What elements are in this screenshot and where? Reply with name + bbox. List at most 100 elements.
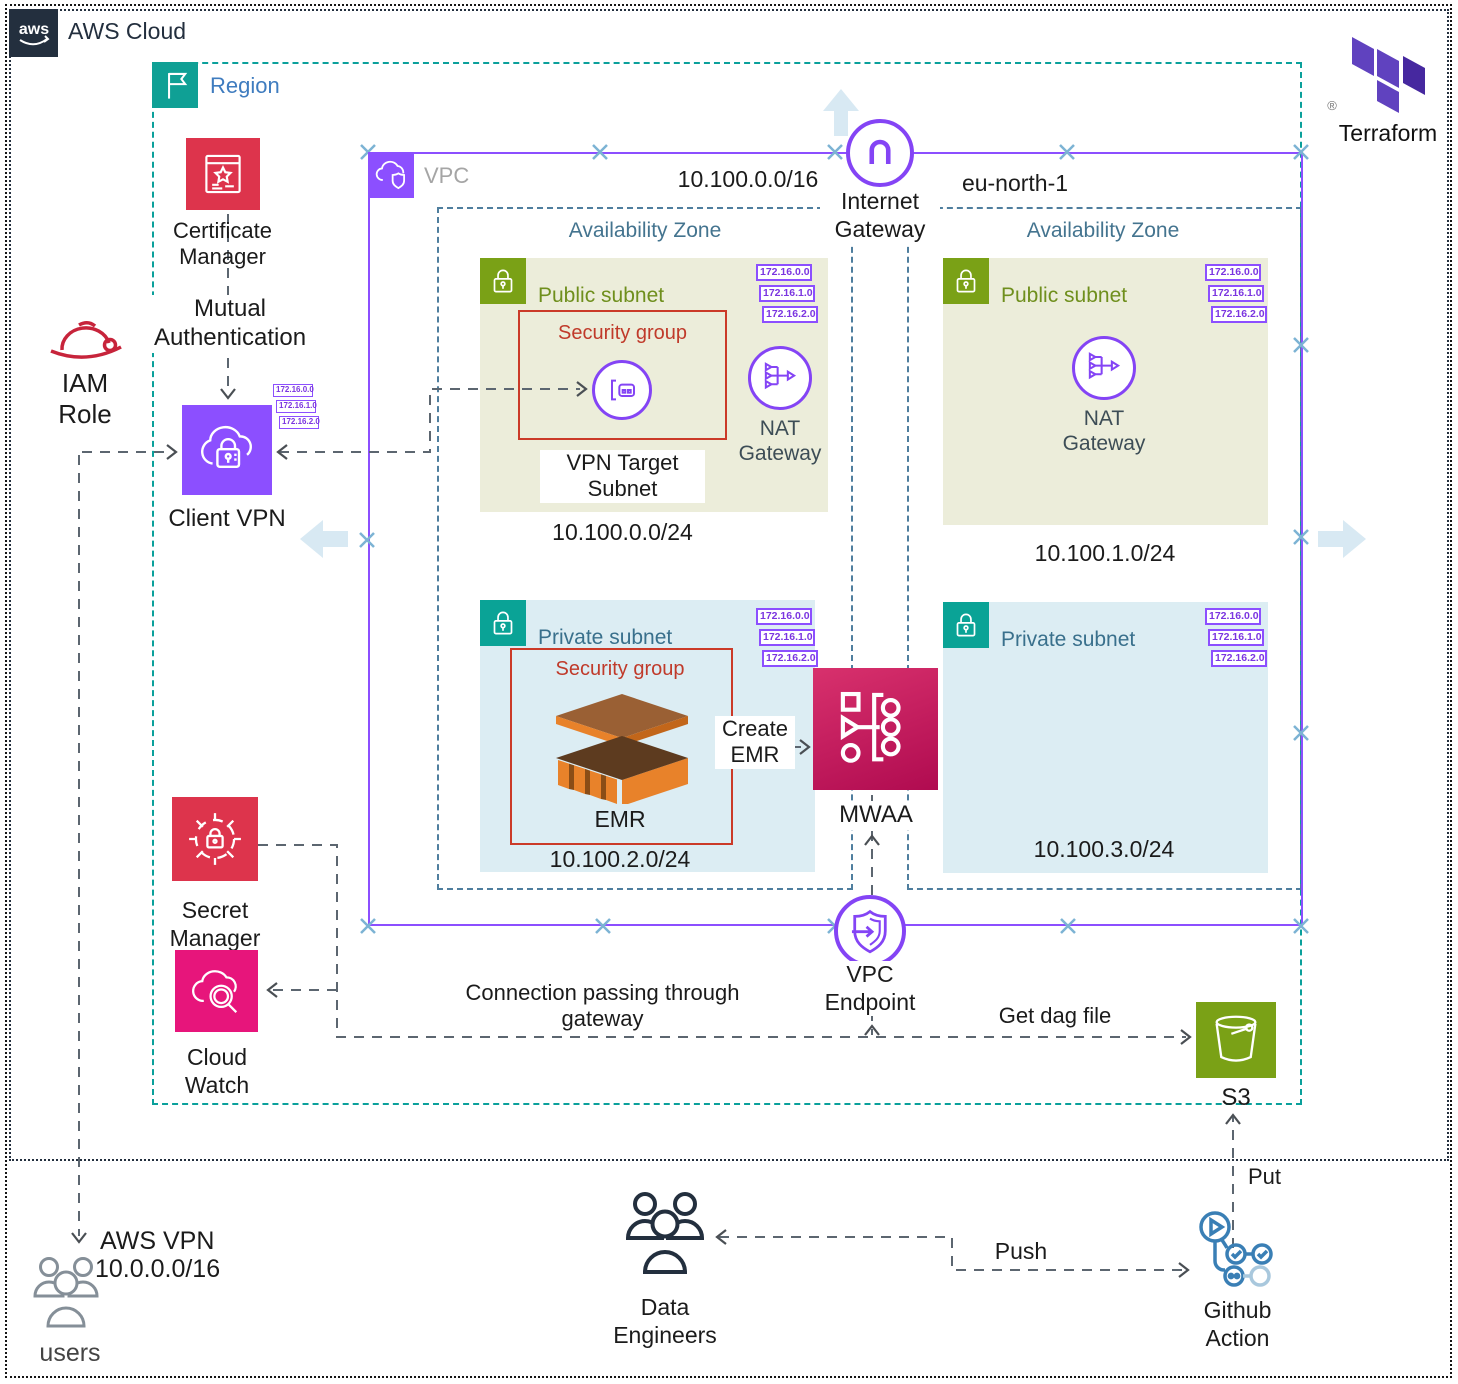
nat-gateway-2-label: NAT Gateway [1062, 407, 1146, 456]
emr-label: EMR [594, 806, 646, 832]
private-subnet-2-label: Private subnet [1001, 628, 1136, 651]
emr-icon [550, 686, 694, 804]
put-label: Put [1248, 1164, 1308, 1191]
aws-vpn-label: AWS VPN [100, 1227, 215, 1255]
push-label: Push [985, 1238, 1057, 1266]
s3-icon [1196, 1002, 1276, 1078]
github-action-icon [1192, 1208, 1284, 1296]
connection-label: Connection passing through gateway [430, 980, 775, 1033]
client-vpn-endpoint-icon [592, 360, 652, 420]
border-x-marks [359, 144, 1309, 934]
public-subnet-2-icon [943, 258, 989, 304]
region-flag-icon [152, 62, 198, 108]
security-group-1-box [518, 310, 727, 440]
ip-badge: 172.16.1.0 [759, 629, 815, 646]
ip-badges-client-vpn: 172.16.0.0 172.16.1.0 172.16.2.0 [273, 384, 320, 432]
ip-badges-public-1: 172.16.0.0 172.16.1.0 172.16.2.0 [756, 264, 818, 327]
cloud-watch-label: Cloud Watch [184, 1044, 250, 1098]
nat-gateway-1-icon [748, 346, 812, 410]
region-title: Region [210, 73, 280, 98]
data-engineers-label: Data Engineers [613, 1294, 717, 1348]
az2-label: Availability Zone [1026, 219, 1180, 242]
conn-clientvpn-to-sg [279, 388, 580, 453]
s3-label: S3 [1221, 1084, 1251, 1111]
ip-badge: 172.16.1.0 [759, 285, 815, 302]
private-subnet-1-label: Private subnet [538, 626, 673, 649]
mwaa-icon [813, 668, 938, 790]
secret-manager-icon [172, 797, 258, 881]
internet-gateway-label: Internet Gateway [820, 188, 940, 244]
security-group-1-label: Security group [558, 322, 687, 344]
certificate-manager-icon [186, 138, 260, 210]
flow-arrow-left [300, 520, 348, 558]
terraform-label: Terraform [1338, 120, 1438, 146]
ip-badge: 172.16.2.0 [762, 306, 818, 323]
flow-arrow-up [823, 89, 859, 136]
vpc-endpoint-icon [834, 895, 906, 967]
secret-manager-label: Secret Manager [169, 897, 261, 951]
public-subnet-1-cidr: 10.100.0.0/24 [552, 519, 693, 545]
aws-logo: aws [9, 9, 58, 57]
public-subnet-2-cidr: 10.100.1.0/24 [1034, 540, 1176, 566]
create-emr-label: Create EMR [715, 716, 795, 769]
vpn-target-subnet-label: VPN Target Subnet [540, 450, 705, 503]
aws-logo-text: aws [18, 21, 48, 38]
private-subnet-2-cidr: 10.100.3.0/24 [1033, 836, 1175, 862]
iam-role-label: IAM Role [58, 368, 112, 430]
az1-label: Availability Zone [568, 219, 722, 242]
public-subnet-2-label: Public subnet [1001, 284, 1128, 307]
ip-badge: 172.16.2.0 [279, 416, 320, 429]
ip-badge: 172.16.0.0 [273, 384, 314, 397]
github-action-label: Github Action [1203, 1297, 1272, 1351]
ip-badge: 172.16.2.0 [762, 650, 818, 667]
ip-badges-private-1: 172.16.0.0 172.16.1.0 172.16.2.0 [756, 608, 818, 671]
ip-badge: 172.16.2.0 [1211, 306, 1267, 323]
private-subnet-2-icon [943, 602, 989, 648]
private-subnet-1-cidr: 10.100.2.0/24 [549, 846, 691, 872]
iam-role-icon [46, 303, 126, 367]
aws-cloud-title: AWS Cloud [68, 18, 187, 44]
region-name-label: eu-north-1 [961, 170, 1069, 196]
data-engineers-icon [620, 1186, 712, 1288]
private-subnet-1-icon [480, 600, 526, 646]
ip-badge: 172.16.2.0 [1211, 650, 1267, 667]
client-vpn-icon [182, 405, 272, 495]
private-subnet-2-box [943, 602, 1268, 873]
ip-badge: 172.16.0.0 [1205, 608, 1261, 625]
certificate-manager-label: Certificate Manager [172, 218, 273, 270]
get-dag-label: Get dag file [985, 1003, 1125, 1030]
public-subnet-1-icon [480, 258, 526, 304]
mutual-auth-label: Mutual Authentication [140, 295, 320, 353]
cloud-watch-icon [175, 950, 258, 1032]
az1-box [437, 207, 853, 890]
ip-badge: 172.16.0.0 [1205, 264, 1261, 281]
terraform-icon [1345, 30, 1431, 118]
vpc-cidr-label: 10.100.0.0/16 [677, 166, 819, 192]
public-subnet-1-label: Public subnet [538, 284, 665, 307]
ip-badge: 172.16.0.0 [756, 608, 812, 625]
ip-badge: 172.16.0.0 [756, 264, 812, 281]
security-group-2-label: Security group [555, 658, 685, 680]
vpc-endpoint-label: VPC Endpoint [810, 961, 930, 1017]
aws-vpn-cidr-label: 10.0.0.0/16 [95, 1255, 221, 1283]
ip-badge: 172.16.1.0 [1208, 285, 1264, 302]
mwaa-label: MWAA [826, 801, 926, 830]
ip-badges-private-2: 172.16.0.0 172.16.1.0 172.16.2.0 [1205, 608, 1267, 671]
users-label: users [39, 1339, 101, 1367]
nat-gateway-1-label: NAT Gateway [738, 417, 822, 466]
ip-badges-public-2: 172.16.0.0 172.16.1.0 172.16.2.0 [1205, 264, 1267, 327]
outer-boundary [5, 4, 1452, 1378]
vpc-icon [368, 152, 414, 198]
terraform-registered: ® [1327, 98, 1337, 113]
users-icon [30, 1250, 106, 1340]
flow-arrow-right [1318, 520, 1366, 558]
internet-gateway-icon [846, 119, 914, 187]
conn-push [719, 1236, 1186, 1271]
conn-secret-to-s3 [258, 844, 1186, 1038]
vpc-title: VPC [424, 163, 470, 188]
client-vpn-label: Client VPN [168, 505, 286, 532]
ip-badge: 172.16.1.0 [1208, 629, 1264, 646]
nat-gateway-2-icon [1072, 336, 1136, 400]
